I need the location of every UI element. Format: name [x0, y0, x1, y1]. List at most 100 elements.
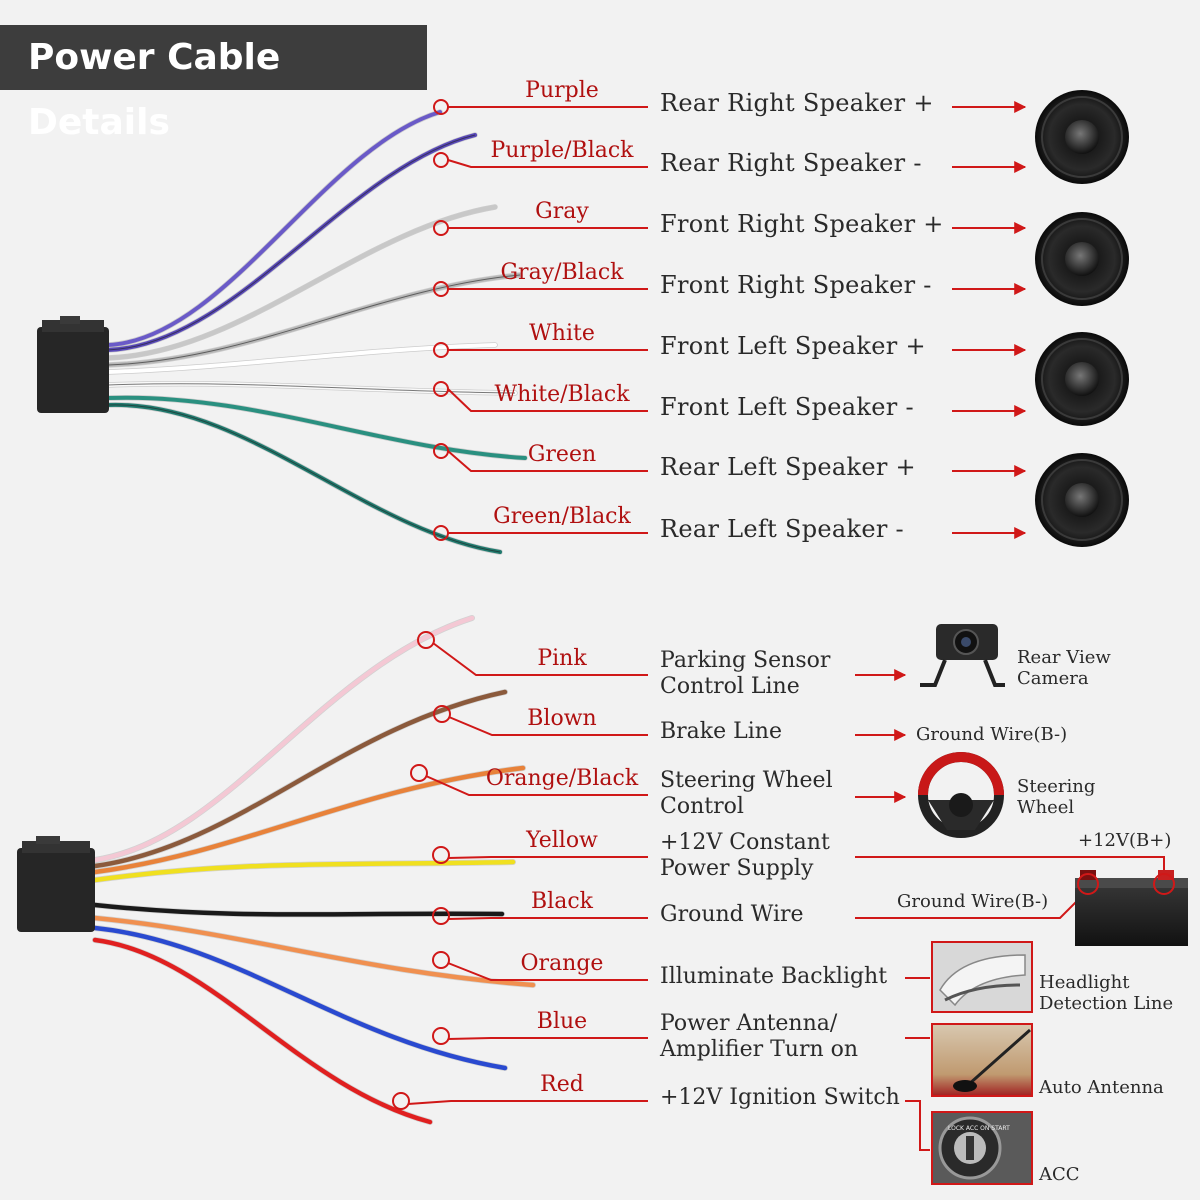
- wire-color-label: White: [529, 321, 595, 346]
- wire-marker-circle: [432, 1027, 450, 1045]
- wire-color-label: Purple: [525, 78, 599, 103]
- power-wire-bundle: [92, 615, 536, 1125]
- steering-wheel-label: Wheel: [1017, 797, 1075, 818]
- ignition-icon: LOCK ACC ON START: [931, 1111, 1033, 1185]
- rear-camera-label: Camera: [1017, 668, 1089, 689]
- battery-body: [1075, 878, 1188, 946]
- wire-function-label: Front Right Speaker +: [660, 210, 944, 238]
- speaker-dome: [1065, 120, 1099, 154]
- wire-color-label: Yellow: [526, 828, 598, 853]
- battery-positive-label: +12V(B+): [1078, 830, 1172, 851]
- wire-function-label: Front Right Speaker -: [660, 271, 932, 299]
- wire-marker-circle: [433, 152, 449, 168]
- wire-function-label: Control: [660, 794, 744, 819]
- speaker-wire: [106, 395, 527, 460]
- rear-camera-label: Rear View: [1017, 647, 1111, 668]
- wire-color-label: Gray/Black: [500, 260, 624, 285]
- speaker-ring: [1041, 338, 1123, 420]
- speaker-dome: [1065, 483, 1099, 517]
- leader-line: [447, 917, 648, 920]
- power-wire: [92, 765, 526, 875]
- wire-function-label: Rear Left Speaker -: [660, 515, 904, 543]
- wire-function-label: +12V Ignition Switch: [660, 1085, 900, 1110]
- connector-latch: [42, 320, 104, 332]
- wheel-hub: [949, 793, 973, 817]
- power-wire: [92, 859, 516, 883]
- leader-line: [447, 962, 648, 981]
- headlight-icon: [931, 941, 1033, 1013]
- battery-icon: [1075, 870, 1188, 946]
- connectors: [17, 316, 109, 932]
- wire-function-label: Power Antenna/: [660, 1011, 838, 1036]
- wire-color-label: Green: [527, 442, 597, 467]
- wire-color-label: Blue: [536, 1009, 588, 1034]
- wire-function-label: Parking Sensor: [660, 648, 831, 673]
- battery-ground-label: Ground Wire(B-): [897, 891, 1049, 912]
- wire-function-label: Amplifier Turn on: [660, 1037, 859, 1062]
- wire-shadow: [105, 132, 478, 353]
- wire-color-label: Orange/Black: [485, 766, 639, 791]
- leader-line: [447, 159, 648, 168]
- wire-color-label: Green/Black: [493, 504, 631, 529]
- wire-function-label: Front Left Speaker +: [660, 332, 926, 360]
- antenna-base: [953, 1080, 977, 1092]
- wire-shadow: [105, 109, 443, 348]
- wire-function-label: Brake Line: [660, 719, 782, 744]
- wire-color-label: Blown: [527, 706, 597, 731]
- antenna-frame: [931, 1023, 1033, 1097]
- terminal-marker: [1153, 873, 1175, 895]
- wire-color-label: White/Black: [494, 382, 630, 407]
- wire-marker-circle: [432, 951, 450, 969]
- wire-stripe: [107, 383, 516, 394]
- speaker-wire: [106, 402, 502, 554]
- wire-color-label: Red: [540, 1072, 584, 1097]
- wire-color-label: Pink: [537, 646, 587, 671]
- wire-stripe: [107, 134, 476, 351]
- wire-stripe: [107, 404, 501, 553]
- wire-color-label: Gray: [535, 199, 589, 224]
- speaker-dome: [1065, 362, 1099, 396]
- wire-marker-circle: [432, 846, 450, 864]
- power-wire: [92, 615, 475, 863]
- battery-top: [1075, 878, 1188, 888]
- acc-line: [905, 1100, 930, 1151]
- antenna-label: Auto Antenna: [1039, 1077, 1164, 1098]
- ignition-key-text: LOCK ACC ON START: [948, 1125, 1010, 1132]
- terminal-marker: [1077, 873, 1099, 895]
- wire-marker-circle: [392, 1092, 410, 1110]
- wire-function-label: Rear Right Speaker +: [660, 89, 934, 117]
- wire-marker-circle: [410, 764, 428, 782]
- wire-color-label: Black: [531, 889, 593, 914]
- leader-line: [447, 388, 648, 412]
- power-wire: [92, 915, 536, 988]
- leader-line: [447, 450, 648, 472]
- power-connector: [17, 848, 95, 932]
- wire-stripe: [107, 274, 521, 366]
- wire-shadow: [105, 402, 503, 555]
- leader-line: [447, 856, 648, 859]
- page-title: Power Cable Details: [0, 25, 427, 143]
- rear-camera-icon: [920, 624, 1005, 687]
- steering-wheel-label: Steering: [1017, 776, 1096, 797]
- brake-ground-label: Ground Wire(B-): [916, 724, 1068, 745]
- wire-function-label: Power Supply: [660, 856, 814, 881]
- power-wire: [92, 925, 508, 1071]
- wire-function-label: Ground Wire: [660, 902, 804, 927]
- speaker-wire: [106, 343, 497, 374]
- wire-marker-circle: [433, 705, 451, 723]
- wire-color-label: Orange: [520, 951, 604, 976]
- leader-line: [432, 642, 648, 676]
- headlight-label: Headlight: [1039, 972, 1130, 993]
- wire-function-label: Front Left Speaker -: [660, 393, 914, 421]
- key-slot: [966, 1136, 974, 1160]
- speaker-wire: [106, 133, 477, 352]
- speaker-wire-bundle: [105, 109, 528, 555]
- wire-function-label: Steering Wheel: [660, 768, 833, 793]
- device-graphics: LOCK ACC ON START: [918, 90, 1188, 1185]
- acc-label: ACC: [1039, 1164, 1080, 1185]
- antenna-rod: [967, 1028, 1031, 1087]
- wire-marker-circle: [432, 907, 450, 925]
- wheel-rim-red: [918, 752, 1004, 796]
- antenna-icon: [931, 1023, 1033, 1097]
